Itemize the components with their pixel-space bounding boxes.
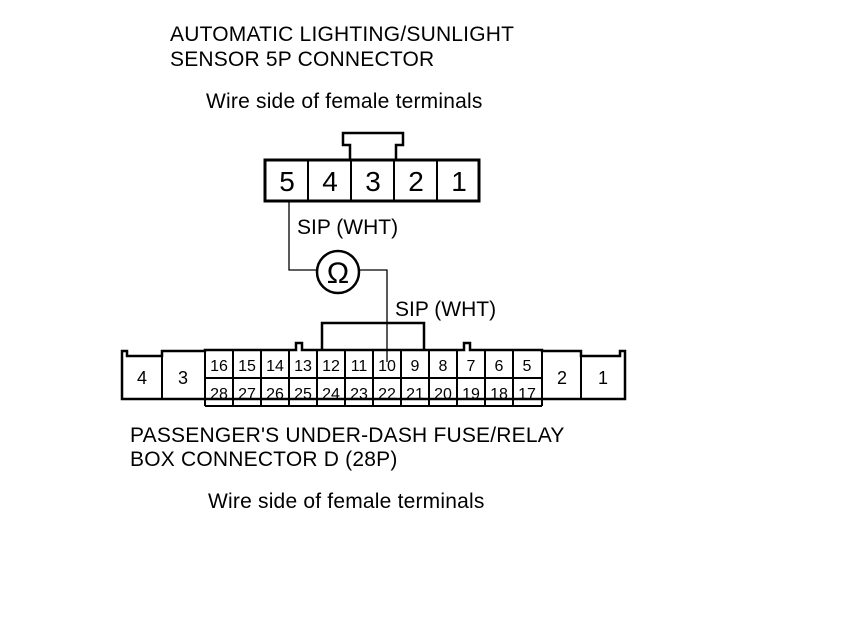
bottom-connector-view-note: Wire side of female terminals	[208, 490, 485, 513]
pin-11: 11	[351, 358, 368, 375]
pin-6: 6	[495, 358, 504, 375]
pin-20: 20	[434, 386, 452, 403]
top-pin-3: 3	[365, 166, 381, 197]
upper-wire-label: SIP (WHT)	[297, 216, 398, 239]
top-connector-title-line2: SENSOR 5P CONNECTOR	[170, 48, 435, 71]
test-leads	[288, 202, 388, 362]
ohmmeter-icon	[315, 249, 361, 295]
pin-21: 21	[406, 386, 424, 403]
top-pin-1: 1	[451, 166, 467, 197]
pin-8: 8	[439, 358, 448, 375]
bottom-pin-4: 4	[137, 368, 147, 388]
top-connector-lock-tab	[341, 131, 405, 160]
lower-wire-label: SIP (WHT)	[395, 298, 496, 321]
pin-26: 26	[266, 386, 284, 403]
pin-10: 10	[378, 358, 396, 375]
top-pin-5: 5	[279, 166, 295, 197]
top-connector	[263, 131, 481, 203]
pin-25: 25	[294, 386, 312, 403]
pin-23: 23	[350, 386, 368, 403]
bottom-pin-2: 2	[557, 368, 567, 388]
pin-16: 16	[210, 358, 228, 375]
bottom-connector	[120, 321, 627, 407]
bottom-pin-1: 1	[598, 368, 608, 388]
top-pin-4: 4	[322, 166, 338, 197]
pin-9: 9	[411, 358, 420, 375]
pin-27: 27	[238, 386, 256, 403]
pin-7: 7	[467, 358, 476, 375]
top-connector-housing	[263, 158, 481, 203]
lead-to-pin-10	[360, 269, 388, 362]
pin-14: 14	[266, 358, 284, 375]
pin-15: 15	[238, 358, 256, 375]
pin-13: 13	[294, 358, 312, 375]
bottom-connector-lock-tab	[320, 321, 426, 350]
bottom-connector-title-line2: BOX CONNECTOR D (28P)	[130, 448, 398, 471]
pin-28: 28	[210, 386, 228, 403]
bottom-connector-title-line1: PASSENGER'S UNDER-DASH FUSE/RELAY	[130, 424, 565, 447]
pin-24: 24	[322, 386, 340, 403]
pin-19: 19	[462, 386, 480, 403]
pin-18: 18	[490, 386, 508, 403]
top-connector-view-note: Wire side of female terminals	[206, 90, 483, 113]
ohm-symbol: Ω	[327, 257, 349, 290]
pin-5: 5	[523, 358, 532, 375]
pin-17: 17	[518, 386, 536, 403]
pin-22: 22	[378, 386, 396, 403]
top-row-pins: 16 15 14 13 12 11 10 9 8 7 6 5	[210, 358, 531, 375]
bottom-row-pins: 28 27 26 25 24 23 22 21 20 19 18 17	[210, 386, 536, 403]
pin-12: 12	[322, 358, 340, 375]
top-connector-title-line1: AUTOMATIC LIGHTING/SUNLIGHT	[170, 23, 515, 46]
lead-to-pin-5	[288, 202, 316, 271]
bottom-pin-3: 3	[178, 368, 188, 388]
top-pin-2: 2	[408, 166, 424, 197]
